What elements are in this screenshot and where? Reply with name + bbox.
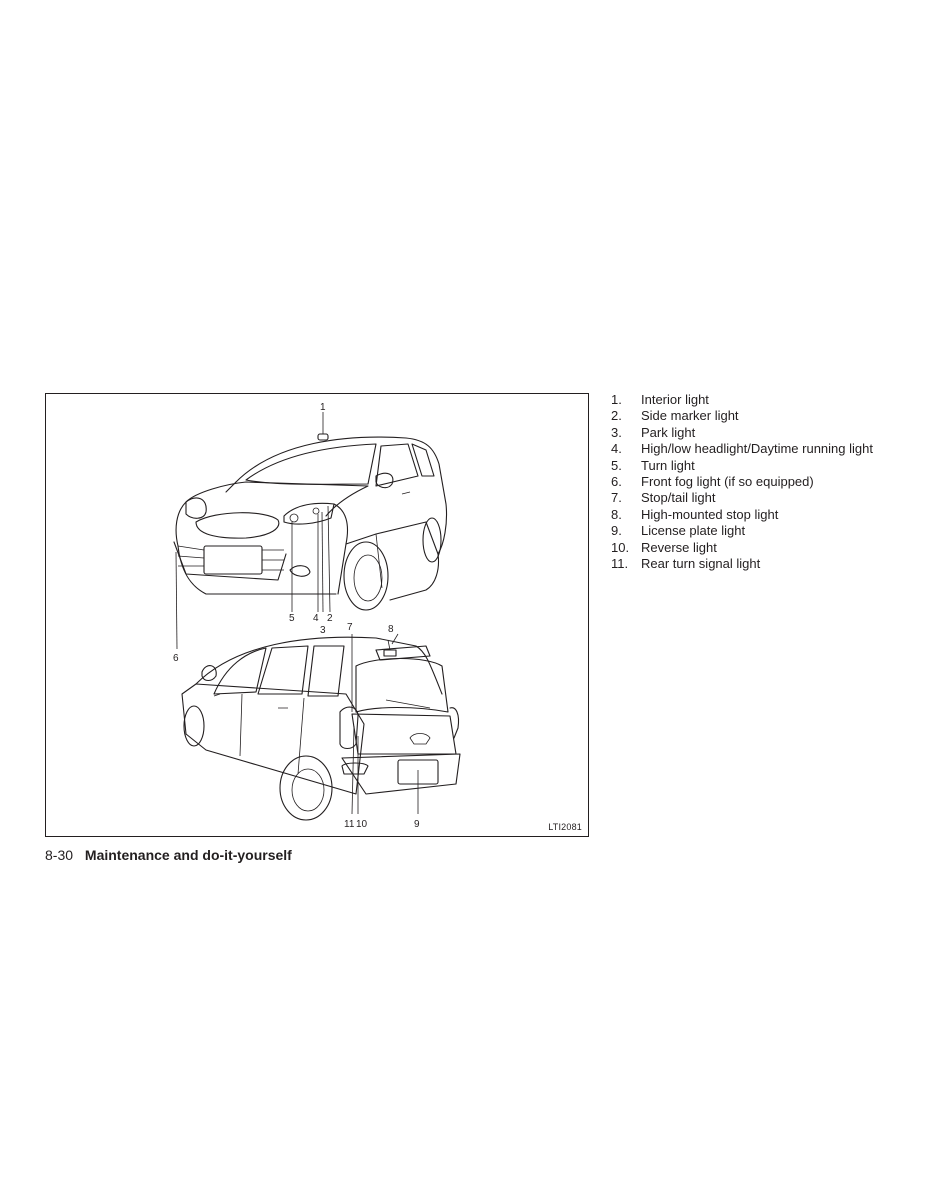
legend-number: 10. [611, 539, 630, 555]
car-illustration: 1 5 4 2 3 6 [173, 402, 461, 830]
legend-text: Interior light [641, 392, 709, 407]
legend-item: 1. Interior light [611, 392, 911, 408]
legend-number: 5. [611, 457, 622, 473]
callout-2: 2 [327, 613, 333, 624]
legend-number: 2. [611, 408, 622, 424]
callout-1: 1 [320, 402, 326, 413]
legend-text: High/low headlight/Daytime running light [641, 441, 873, 457]
light-locations-figure: 1 5 4 2 3 6 [45, 393, 589, 837]
callout-10: 10 [356, 819, 368, 830]
callout-4: 4 [313, 613, 319, 624]
legend-item: 4. High/low headlight/Daytime running lig… [611, 441, 911, 457]
legend-item: 7. Stop/tail light [611, 490, 911, 506]
callout-7: 7 [347, 622, 353, 633]
legend-number: 6. [611, 474, 622, 490]
legend-number: 4. [611, 441, 622, 457]
legend-number: 8. [611, 506, 622, 522]
section-title: Maintenance and do-it-yourself [84, 847, 292, 863]
legend-number: 3. [611, 424, 622, 440]
legend-item: 2. Side marker light [611, 408, 911, 424]
legend-text: High-mounted stop light [641, 506, 779, 522]
legend-number: 11. [611, 556, 629, 572]
callout-9: 9 [414, 819, 420, 830]
legend-text: License plate light [641, 523, 746, 539]
legend-text: Turn light [641, 457, 695, 473]
legend-item: 9. License plate light [611, 523, 911, 539]
legend-text: Park light [641, 424, 696, 440]
legend-text: Side marker light [641, 408, 739, 424]
legend-item: 6. Front fog light (if so equipped) [611, 474, 911, 490]
light-legend-list: 1. Interior light 2. Side marker light 3. P… [611, 392, 911, 572]
callout-6: 6 [173, 653, 179, 664]
legend-number: 9. [611, 523, 622, 539]
legend-number: 1. [611, 392, 622, 407]
front-car-drawing [173, 433, 448, 611]
legend-text: Front fog light (if so equipped) [641, 474, 814, 490]
figure-code: LTI2081 [548, 822, 582, 832]
legend-item: 5. Turn light [611, 458, 911, 474]
legend-text: Reverse light [641, 539, 717, 555]
legend-text: Stop/tail light [641, 490, 716, 506]
legend-item: 11. Rear turn signal light [611, 556, 911, 572]
callout-11: 11 [344, 819, 355, 830]
callout-3: 3 [320, 625, 326, 636]
legend-item: 8. High-mounted stop light [611, 507, 911, 523]
callout-8: 8 [388, 624, 394, 635]
legend-item: 3. Park light [611, 425, 911, 441]
callout-5: 5 [289, 613, 295, 624]
page-number: 8-30 [45, 847, 74, 863]
legend-item: 10. Reverse light [611, 540, 911, 556]
page-footer: 8-30 Maintenance and do-it-yourself [45, 847, 292, 863]
legend-text: Rear turn signal light [641, 556, 761, 572]
legend-number: 7. [611, 490, 622, 506]
